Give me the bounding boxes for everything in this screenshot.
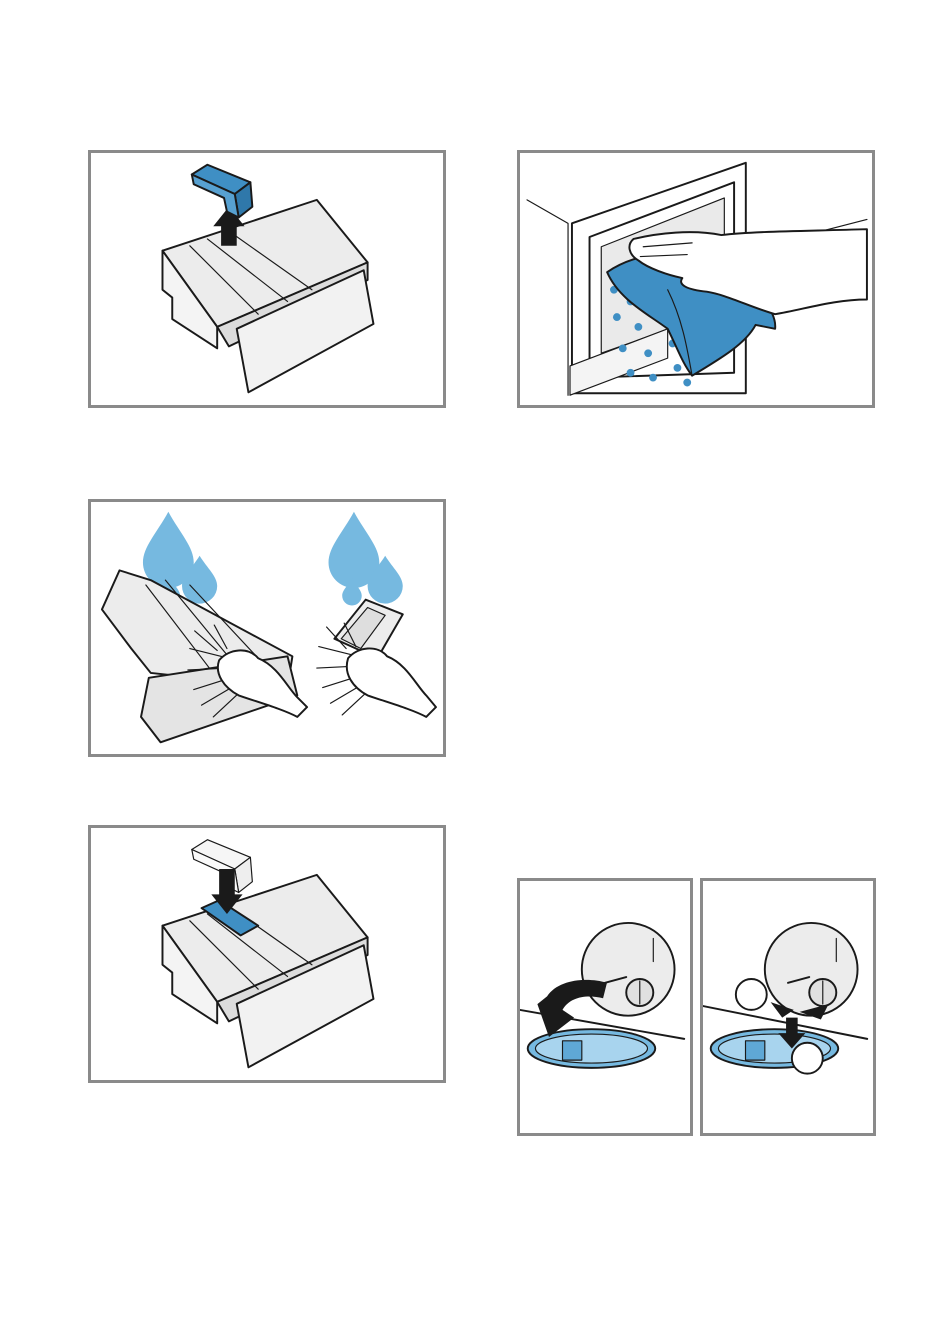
panel-close-service-flap (700, 878, 876, 1136)
panel-wipe-drawer-recess (517, 150, 875, 408)
callout-circle (792, 1043, 823, 1074)
callout-circle (736, 979, 767, 1010)
panel-remove-insert (88, 150, 446, 408)
detergent-drawer-insert-push-icon (91, 828, 443, 1080)
brush-rinse-icon (91, 502, 443, 754)
panel-refit-insert (88, 825, 446, 1083)
panel-rinse-drawer-and-insert (88, 499, 446, 757)
service-flap-close-icon (703, 881, 873, 1133)
hand-cloth-wipe-icon (520, 153, 872, 405)
service-flap-open-icon (520, 881, 690, 1133)
detergent-drawer-insert-lift-icon (91, 153, 443, 405)
panel-open-service-flap (517, 878, 693, 1136)
